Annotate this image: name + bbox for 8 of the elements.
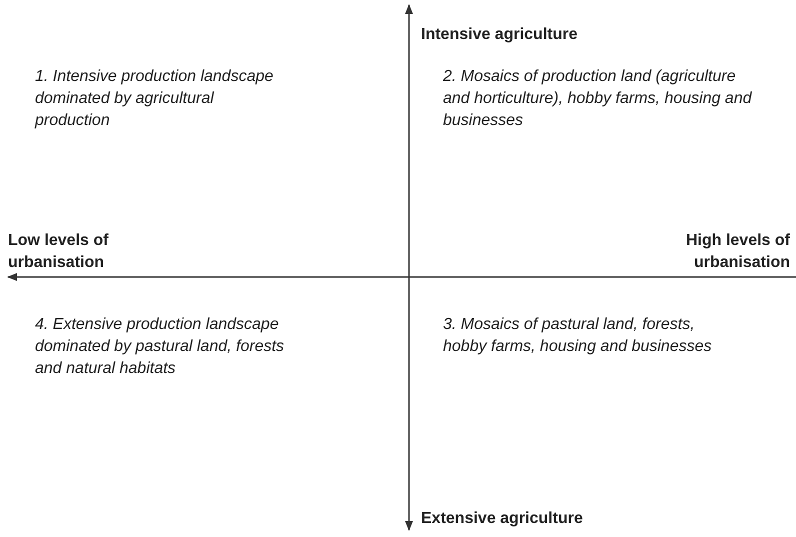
quadrant-description: 4. Extensive production landscape dominated by pastural land, forests and natural habitats xyxy=(35,315,285,379)
quadrant-description: 1. Intensive production landscape dominated by agricultural production xyxy=(35,67,274,131)
quadrant-description: 3. Mosaics of pastural land, forests, hobby farms, housing and businesses xyxy=(443,315,713,357)
axis-label: Extensive agriculture xyxy=(421,509,584,529)
axis-label: High levels of urbanisation xyxy=(684,231,790,273)
axis-label: Low levels of urbanisation xyxy=(8,231,110,273)
axis-label: Intensive agriculture xyxy=(421,25,578,45)
quadrant-description: 2. Mosaics of production land (agriculture and horticulture), hobby farms, housing and businesses xyxy=(443,67,753,131)
